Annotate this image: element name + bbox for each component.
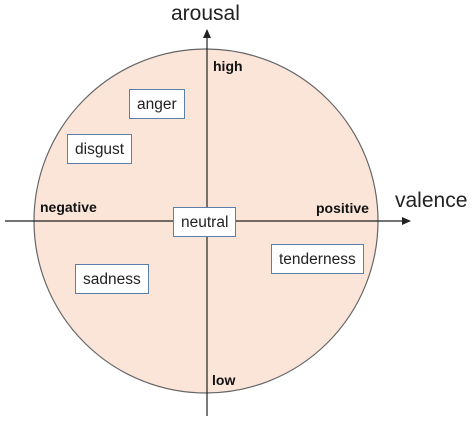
positive-valence-label: positive <box>316 200 369 216</box>
high-arousal-label: high <box>213 58 243 74</box>
emotion-sadness: sadness <box>75 264 149 294</box>
valence-axis-title: valence <box>395 189 468 212</box>
negative-valence-label: negative <box>40 199 97 215</box>
low-arousal-label: low <box>212 372 236 388</box>
emotion-disgust: disgust <box>67 134 133 164</box>
emotion-tenderness: tenderness <box>271 244 364 274</box>
arousal-axis-title: arousal <box>171 2 240 25</box>
emotion-neutral: neutral <box>173 207 237 237</box>
emotion-anger: anger <box>129 89 185 119</box>
